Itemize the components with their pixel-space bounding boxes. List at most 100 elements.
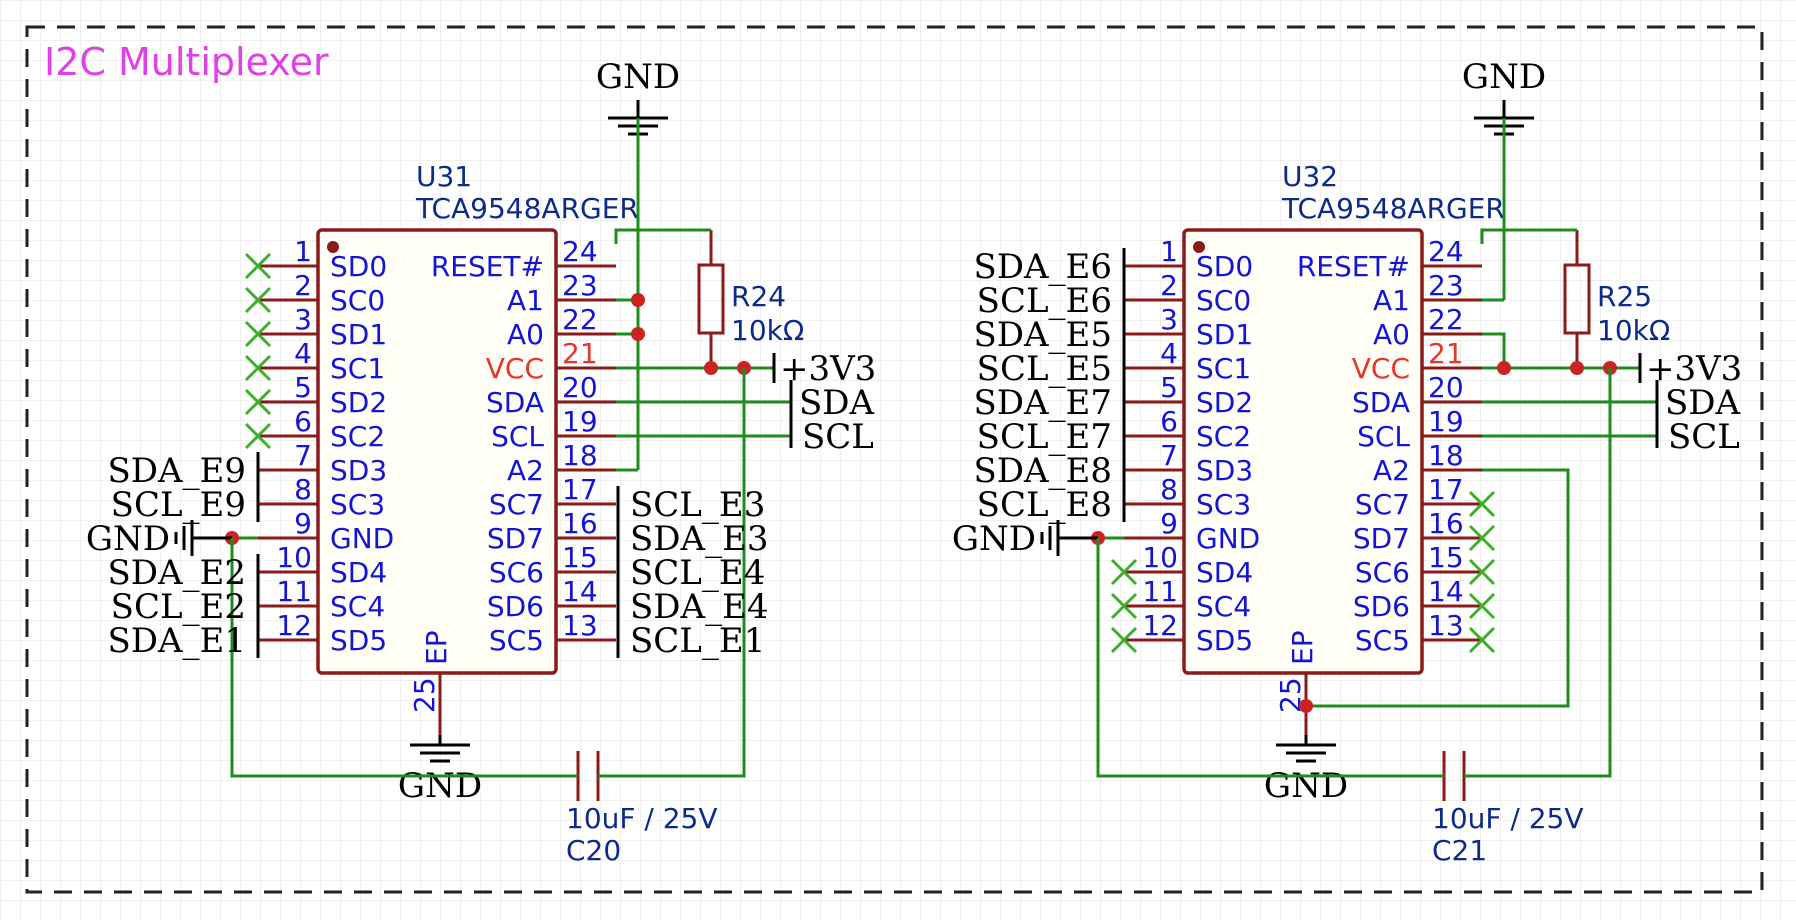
pin-number: 22 <box>1428 303 1464 336</box>
pin-number: 18 <box>1428 439 1464 472</box>
pin-number: 16 <box>1428 507 1464 540</box>
pin-number: 18 <box>562 439 598 472</box>
pin-number: 21 <box>1428 337 1464 370</box>
pin-number: 3 <box>1160 303 1178 336</box>
net-label: SCL <box>1668 417 1740 457</box>
cap-vcc-wire <box>1464 368 1612 778</box>
pin-number: 20 <box>1428 371 1464 404</box>
junction-dot <box>704 361 718 375</box>
net-label: SDA_E9 <box>107 451 246 491</box>
net-label: SDA_E1 <box>107 621 246 661</box>
power-net-label: +3V3 <box>780 349 876 389</box>
junction-dot <box>1570 361 1584 375</box>
sheet-border <box>25 25 1764 894</box>
gnd-net-label: GND <box>952 519 1036 559</box>
pin-name: SC0 <box>330 284 385 317</box>
pin-number: 9 <box>1160 507 1178 540</box>
pin-name: RESET# <box>1297 250 1410 283</box>
pin-name: SC5 <box>489 624 544 657</box>
cap-value: 10uF / 25V <box>1432 802 1584 835</box>
no-connect-mark <box>244 422 272 450</box>
pin-number: 1 <box>294 235 312 268</box>
pin-name: SC2 <box>330 420 385 453</box>
pin-name: A1 <box>507 284 544 317</box>
pin-number: 23 <box>1428 269 1464 302</box>
resistor-ref: R24 <box>731 280 786 313</box>
pin-number: 10 <box>1142 541 1178 574</box>
net-label: SDA_E6 <box>973 247 1112 287</box>
pin-number: 5 <box>1160 371 1178 404</box>
pin-number: 7 <box>294 439 312 472</box>
ic-body <box>1182 228 1424 675</box>
net-label: SDA_E4 <box>630 587 769 627</box>
pin-name: GND <box>330 522 394 555</box>
sheet-title: I2C Multiplexer <box>44 40 329 84</box>
pin-name: SD7 <box>487 522 544 555</box>
pin-number: 19 <box>1428 405 1464 438</box>
pin-number: 8 <box>1160 473 1178 506</box>
no-connect-mark <box>244 354 272 382</box>
ic-body <box>316 228 558 675</box>
junction-dot <box>1299 699 1313 713</box>
pin-name: A2 <box>1373 454 1410 487</box>
pin-name: SD1 <box>1196 318 1253 351</box>
pin-number: 5 <box>294 371 312 404</box>
pin-name: SC7 <box>1355 488 1410 521</box>
pin-number: 6 <box>1160 405 1178 438</box>
no-connect-mark <box>244 252 272 280</box>
addr-wire <box>1306 468 1570 708</box>
no-connect-mark <box>1468 490 1496 518</box>
pin-number: 3 <box>294 303 312 336</box>
net-label: SDA_E7 <box>973 383 1112 423</box>
no-connect-mark <box>1468 524 1496 552</box>
pin-number: 19 <box>562 405 598 438</box>
net-label: SDA_E2 <box>107 553 246 593</box>
pin-number: 21 <box>562 337 598 370</box>
pin-name: SD0 <box>330 250 387 283</box>
gnd-net-label: GND <box>596 57 680 97</box>
pin-number: 11 <box>1142 575 1178 608</box>
pin-name: SC3 <box>330 488 385 521</box>
pin-name: SC3 <box>1196 488 1251 521</box>
pin-number: 6 <box>294 405 312 438</box>
pin-number: 1 <box>1160 235 1178 268</box>
no-connect-mark <box>244 320 272 348</box>
cap-ref: C20 <box>566 834 621 867</box>
pin-number: 12 <box>276 609 312 642</box>
net-label: SDA <box>1665 383 1741 423</box>
net-label: SDA <box>799 383 875 423</box>
pin-name: SCL <box>491 420 544 453</box>
pin-name: SC6 <box>489 556 544 589</box>
pin-number: 14 <box>1428 575 1464 608</box>
resistor-ref: R25 <box>1597 280 1652 313</box>
pin-name: SC1 <box>330 352 385 385</box>
no-connect-mark <box>1468 592 1496 620</box>
net-label: SDA_E3 <box>630 519 769 559</box>
pin-name: A1 <box>1373 284 1410 317</box>
pin-name: SD1 <box>330 318 387 351</box>
net-label: SCL_E8 <box>977 485 1112 525</box>
gnd-net-label: GND <box>1264 766 1348 806</box>
pin-name: SD6 <box>1353 590 1410 623</box>
pin-name: SC4 <box>1196 590 1251 623</box>
pin-name: SC4 <box>330 590 385 623</box>
pin-number: 16 <box>562 507 598 540</box>
net-label: SDA_E8 <box>973 451 1112 491</box>
pin-name: SD3 <box>330 454 387 487</box>
pin1-indicator <box>327 241 339 253</box>
pin-name: A2 <box>507 454 544 487</box>
pin-number: 7 <box>1160 439 1178 472</box>
pin-name: SD5 <box>1196 624 1253 657</box>
pin-name: GND <box>1196 522 1260 555</box>
net-label: SCL <box>802 417 874 457</box>
pin-number: 24 <box>562 235 598 268</box>
reset-wire <box>614 228 711 244</box>
pin-name: SC7 <box>489 488 544 521</box>
pin-name: EP <box>420 630 453 665</box>
net-label: SCL_E2 <box>111 587 246 627</box>
net-label: SCL_E4 <box>630 553 765 593</box>
